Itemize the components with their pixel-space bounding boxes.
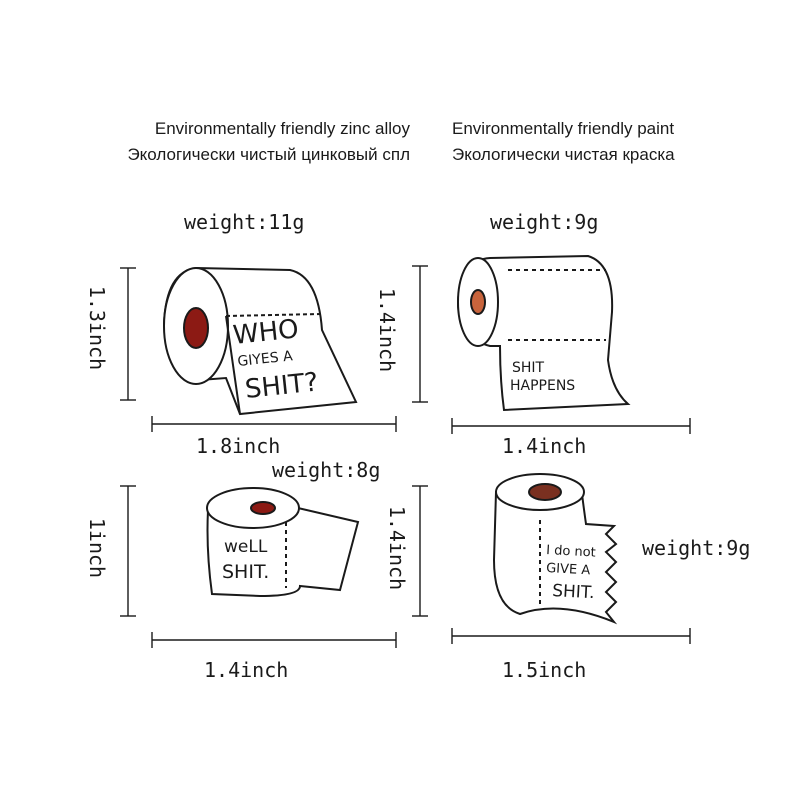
dimension-lines-1	[120, 267, 397, 432]
pin-who-gives	[162, 266, 358, 416]
pin-well-shit	[206, 487, 360, 598]
pin3-line2: SHIT.	[222, 561, 269, 583]
width-label-4: 1.5inch	[502, 658, 587, 682]
header-right-en: Environmentally friendly paint	[452, 119, 675, 138]
header-left-ru: Экологически чистый цинковый спл	[127, 145, 410, 164]
pin1-line1: WHO	[232, 314, 301, 351]
pin4-line1: I do not	[546, 543, 596, 561]
pin-shit-happens	[456, 254, 631, 412]
weight-label-2: weight:9g	[490, 210, 599, 234]
dimension-lines-3	[120, 485, 397, 648]
weight-label-4: weight:9g	[642, 536, 751, 560]
pin3-line1: weLL	[224, 537, 268, 557]
pin2-line1: SHIT	[512, 360, 545, 376]
pin4-line2: GIVE A	[546, 561, 591, 578]
width-label-2: 1.4inch	[502, 434, 587, 458]
dimension-lines-2	[412, 265, 691, 434]
weight-label-3: weight:8g	[272, 458, 381, 482]
width-label-3: 1.4inch	[204, 658, 289, 682]
pin4-line3: SHIT.	[552, 581, 595, 603]
dimension-lines-4	[412, 485, 691, 644]
width-label-1: 1.8inch	[196, 434, 281, 458]
pin2-line2: HAPPENS	[510, 378, 575, 394]
pin-do-not-give	[492, 473, 618, 625]
header-left-en: Environmentally friendly zinc alloy	[154, 119, 410, 138]
header-right-ru: Экологически чистая краска	[452, 145, 675, 164]
pin1-line2: GIYES A	[237, 348, 294, 370]
weight-label-1: weight:11g	[184, 210, 305, 234]
header-right: Environmentally friendly paint Экологиче…	[452, 116, 675, 168]
header-left: Environmentally friendly zinc alloy Экол…	[62, 116, 410, 168]
